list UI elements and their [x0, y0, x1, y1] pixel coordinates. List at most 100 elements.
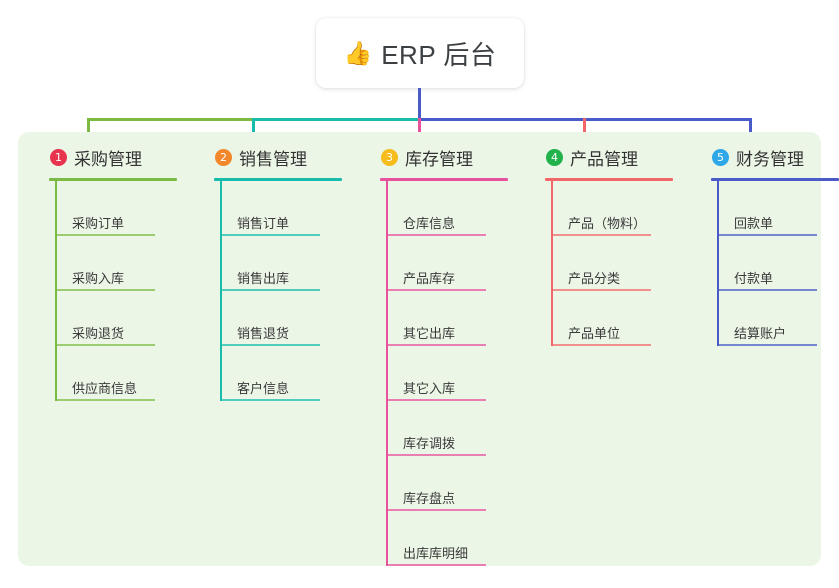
- leaf-item[interactable]: 供应商信息: [55, 346, 155, 401]
- leaf-item[interactable]: 产品分类: [551, 236, 651, 291]
- leaf-item-label: 采购订单: [72, 216, 125, 231]
- leaf-item[interactable]: 出库库明细: [386, 511, 486, 566]
- leaf-item-underline: [551, 289, 651, 291]
- leaf-item-underline: [55, 399, 155, 401]
- column-underline-1: [49, 178, 177, 181]
- mindmap-panel: [18, 132, 821, 566]
- leaf-item-label: 其它出库: [403, 326, 456, 341]
- column-title-1: 采购管理: [74, 149, 142, 169]
- leaf-item-label: 产品分类: [568, 271, 621, 286]
- connector-stem: [418, 88, 421, 121]
- leaf-item[interactable]: 产品单位: [551, 291, 651, 346]
- leaf-item-label: 其它入库: [403, 381, 456, 396]
- leaf-item[interactable]: 其它出库: [386, 291, 486, 346]
- column-badge-4: 4: [546, 148, 563, 166]
- column-1: 1 采购管理采购订单采购入库采购退货供应商信息: [31, 144, 197, 401]
- leaf-item[interactable]: 客户信息: [220, 346, 320, 401]
- leaf-item-underline: [386, 234, 486, 236]
- leaf-item-label: 产品库存: [403, 271, 456, 286]
- leaf-item-label: 客户信息: [237, 381, 290, 396]
- leaf-item[interactable]: 库存调拨: [386, 401, 486, 456]
- leaf-item-label: 库存调拨: [403, 436, 456, 451]
- column-trunk-2: [220, 181, 222, 401]
- column-4: 4 产品管理产品（物料） 产品分类产品单位: [527, 144, 693, 346]
- leaf-item-underline: [55, 344, 155, 346]
- leaf-item-underline: [386, 509, 486, 511]
- page-title: ERP 后台: [381, 39, 497, 70]
- leaf-item[interactable]: 付款单: [717, 236, 817, 291]
- column-trunk-1: [55, 181, 57, 401]
- leaf-item[interactable]: 销售退货: [220, 291, 320, 346]
- leaf-item[interactable]: 采购订单: [55, 181, 155, 236]
- column-items-4: 产品（物料） 产品分类产品单位: [551, 181, 693, 346]
- column-underline-5: [711, 178, 839, 181]
- leaf-item-underline: [220, 234, 320, 236]
- connector-bar-segment-1: [87, 118, 255, 121]
- leaf-item-underline: [55, 234, 155, 236]
- leaf-item-label: 采购入库: [72, 271, 125, 286]
- root-node-content: 👍 ERP 后台: [344, 35, 497, 72]
- leaf-item[interactable]: 其它入库: [386, 346, 486, 401]
- leaf-item[interactable]: 产品库存: [386, 236, 486, 291]
- leaf-item[interactable]: 销售出库: [220, 236, 320, 291]
- leaf-item[interactable]: 结算账户: [717, 291, 817, 346]
- column-underline-2: [214, 178, 342, 181]
- column-title-4: 产品管理: [570, 149, 638, 169]
- column-header-1[interactable]: 1 采购管理: [31, 144, 197, 170]
- leaf-item-label: 库存盘点: [403, 491, 456, 506]
- column-title-2: 销售管理: [239, 149, 307, 169]
- leaf-item[interactable]: 采购退货: [55, 291, 155, 346]
- leaf-item[interactable]: 库存盘点: [386, 456, 486, 511]
- leaf-item-label: 出库库明细: [403, 546, 469, 561]
- column-header-3[interactable]: 3 库存管理: [362, 144, 528, 170]
- leaf-item-underline: [551, 344, 651, 346]
- leaf-item-underline: [220, 399, 320, 401]
- leaf-item[interactable]: 回款单: [717, 181, 817, 236]
- column-items-3: 仓库信息产品库存其它出库其它入库库存调拨库存盘点出库库明细: [386, 181, 528, 566]
- leaf-item-underline: [220, 344, 320, 346]
- column-items-5: 回款单付款单结算账户: [717, 181, 839, 346]
- column-underline-3: [380, 178, 508, 181]
- leaf-item-underline: [551, 234, 651, 236]
- column-items-1: 采购订单采购入库采购退货供应商信息: [55, 181, 197, 401]
- leaf-item-underline: [717, 344, 817, 346]
- leaf-item-label: 产品单位: [568, 326, 621, 341]
- leaf-item-label: 付款单: [734, 271, 774, 286]
- leaf-item-label: 销售出库: [237, 271, 290, 286]
- leaf-item-label: 销售订单: [237, 216, 290, 231]
- column-badge-3: 3: [381, 148, 398, 166]
- leaf-item-label: 仓库信息: [403, 216, 456, 231]
- leaf-item-underline: [717, 234, 817, 236]
- leaf-item-underline: [386, 564, 486, 566]
- leaf-item-underline: [386, 344, 486, 346]
- column-header-4[interactable]: 4 产品管理: [527, 144, 693, 170]
- leaf-item-underline: [386, 454, 486, 456]
- column-underline-4: [545, 178, 673, 181]
- leaf-item-underline: [220, 289, 320, 291]
- column-trunk-5: [717, 181, 719, 346]
- leaf-item[interactable]: 采购入库: [55, 236, 155, 291]
- leaf-item-label: 供应商信息: [72, 381, 138, 396]
- leaf-item[interactable]: 产品（物料）: [551, 181, 651, 236]
- leaf-item[interactable]: 销售订单: [220, 181, 320, 236]
- leaf-item[interactable]: 仓库信息: [386, 181, 486, 236]
- connector-bar-segment-2: [252, 118, 421, 121]
- column-3: 3 库存管理仓库信息产品库存其它出库其它入库库存调拨库存盘点出库库明细: [362, 144, 528, 566]
- thumbs-up-icon: 👍: [343, 39, 373, 66]
- leaf-item-label: 结算账户: [734, 326, 787, 341]
- leaf-item-label: 产品（物料）: [568, 216, 647, 231]
- leaf-item-label: 销售退货: [237, 326, 290, 341]
- column-badge-1: 1: [50, 148, 67, 166]
- leaf-item-underline: [717, 289, 817, 291]
- column-title-3: 库存管理: [405, 149, 473, 169]
- leaf-item-underline: [386, 289, 486, 291]
- root-node-card[interactable]: 👍 ERP 后台: [316, 18, 524, 88]
- leaf-item-label: 回款单: [734, 216, 774, 231]
- leaf-item-label: 采购退货: [72, 326, 125, 341]
- leaf-item-underline: [55, 289, 155, 291]
- column-trunk-4: [551, 181, 553, 346]
